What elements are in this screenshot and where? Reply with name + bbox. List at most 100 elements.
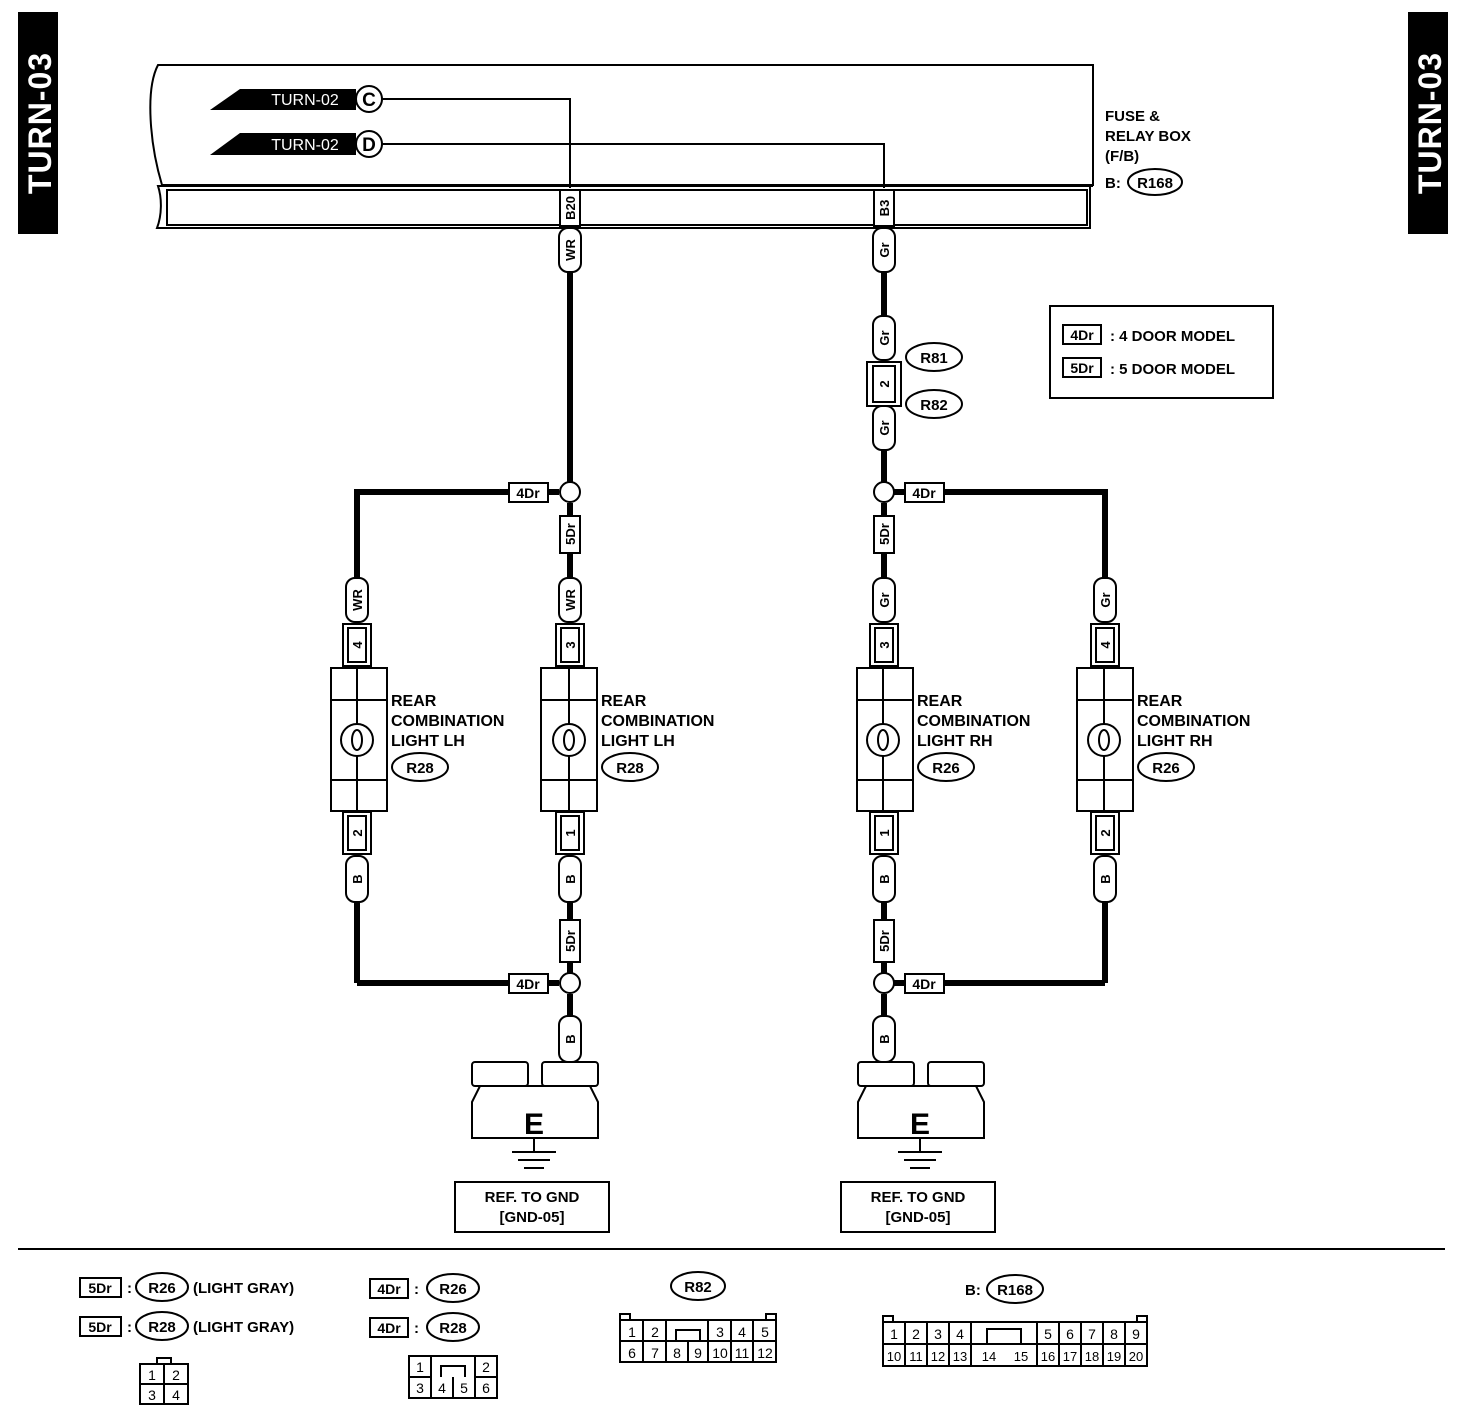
lamp-rh-4dr-label-2: COMBINATION bbox=[1137, 713, 1250, 730]
svg-text:4Dr: 4Dr bbox=[912, 976, 936, 992]
svg-text:4: 4 bbox=[738, 1324, 746, 1340]
svg-text:2: 2 bbox=[350, 829, 365, 836]
face-legend-r82: R82 bbox=[670, 1271, 726, 1301]
svg-text:[GND-05]: [GND-05] bbox=[885, 1209, 950, 1226]
svg-text:5Dr: 5Dr bbox=[88, 1280, 112, 1296]
tag-5dr-left-bottom: 5Dr bbox=[559, 919, 581, 963]
svg-text:4: 4 bbox=[438, 1380, 446, 1396]
svg-text:5: 5 bbox=[460, 1380, 468, 1396]
svg-text:2: 2 bbox=[877, 380, 892, 387]
svg-text:9: 9 bbox=[694, 1345, 702, 1361]
svg-text:4Dr: 4Dr bbox=[1070, 327, 1094, 343]
svg-text:R168: R168 bbox=[997, 1282, 1033, 1299]
lamp-lh-5dr-conn: R28 bbox=[616, 760, 644, 777]
tag-4dr-left-top: 4Dr bbox=[508, 482, 549, 503]
face-legend-4dr-r28: 4Dr : R28 bbox=[369, 1312, 480, 1342]
svg-text:6: 6 bbox=[628, 1345, 636, 1361]
fuse-box-conn-id: R168 bbox=[1137, 175, 1173, 192]
fuse-box-conn-prefix: B: bbox=[1105, 175, 1121, 192]
ground-left-letter: E bbox=[524, 1108, 544, 1141]
svg-text:1: 1 bbox=[416, 1359, 424, 1375]
svg-text:2: 2 bbox=[651, 1324, 659, 1340]
lamp-lh-5dr-label-2: COMBINATION bbox=[601, 713, 714, 730]
lamp-rh-4dr-label-1: REAR bbox=[1137, 693, 1183, 710]
svg-text:2: 2 bbox=[1098, 829, 1113, 836]
svg-text:11: 11 bbox=[909, 1349, 923, 1364]
svg-text:Gr: Gr bbox=[877, 420, 892, 435]
svg-text:14: 14 bbox=[982, 1349, 996, 1364]
svg-text:WR: WR bbox=[563, 239, 578, 261]
svg-text:5Dr: 5Dr bbox=[563, 523, 578, 545]
lamp-lh-4dr: WR 4 2 B bbox=[330, 577, 388, 903]
inline-connector-r81-r82: 2 bbox=[866, 361, 902, 407]
internal-wire-c bbox=[382, 98, 571, 188]
tag-4dr-left-bottom: 4Dr bbox=[508, 973, 549, 994]
wire-tag-b-ground-right: B bbox=[872, 1015, 896, 1063]
svg-text:Gr: Gr bbox=[1098, 592, 1113, 607]
svg-text:(LIGHT GRAY): (LIGHT GRAY) bbox=[193, 1319, 294, 1336]
svg-text:4: 4 bbox=[350, 641, 365, 649]
ground-right-letter: E bbox=[910, 1108, 930, 1141]
svg-text:2: 2 bbox=[172, 1367, 180, 1383]
svg-text:5Dr: 5Dr bbox=[877, 523, 892, 545]
svg-text:18: 18 bbox=[1085, 1349, 1099, 1364]
svg-text:2: 2 bbox=[482, 1359, 490, 1375]
wire-tag-gr-r81: Gr bbox=[872, 315, 896, 361]
svg-text:B:: B: bbox=[965, 1282, 981, 1299]
face-6pin: 1 2 3 4 5 6 bbox=[408, 1355, 498, 1399]
svg-text:5Dr: 5Dr bbox=[1070, 360, 1094, 376]
page-tab-left-label: TURN-03 bbox=[22, 52, 58, 194]
svg-text:1: 1 bbox=[628, 1324, 636, 1340]
face-legend-4dr-r26: 4Dr : R26 bbox=[369, 1273, 480, 1303]
svg-text:16: 16 bbox=[1041, 1349, 1055, 1364]
left-wire-harness bbox=[354, 270, 573, 1016]
svg-text:B: B bbox=[563, 1034, 578, 1043]
svg-text:13: 13 bbox=[953, 1349, 967, 1364]
svg-text:: 4 DOOR MODEL: : 4 DOOR MODEL bbox=[1110, 328, 1235, 345]
svg-text:[GND-05]: [GND-05] bbox=[499, 1209, 564, 1226]
svg-text:4Dr: 4Dr bbox=[516, 485, 540, 501]
svg-text:4Dr: 4Dr bbox=[912, 485, 936, 501]
pin-b3-label: B3 bbox=[877, 200, 892, 217]
svg-text:3: 3 bbox=[563, 641, 578, 648]
internal-wire-d bbox=[382, 143, 885, 188]
svg-text:4: 4 bbox=[1098, 641, 1113, 649]
junction-right-top bbox=[873, 481, 895, 503]
face-legend-5dr-r26: 5Dr : R26 (LIGHT GRAY) bbox=[79, 1272, 294, 1302]
svg-text:3: 3 bbox=[877, 641, 892, 648]
svg-text:5Dr: 5Dr bbox=[88, 1319, 112, 1335]
wire-tag-b-ground-left: B bbox=[558, 1015, 582, 1063]
svg-text:10: 10 bbox=[712, 1345, 728, 1361]
svg-text:5: 5 bbox=[761, 1324, 769, 1340]
reference-d-letter: D bbox=[362, 135, 376, 156]
svg-text:Gr: Gr bbox=[877, 592, 892, 607]
reference-d-label: TURN-02 bbox=[271, 137, 339, 154]
svg-text:B: B bbox=[877, 1034, 892, 1043]
svg-text::: : bbox=[414, 1320, 419, 1337]
page-tab-right: TURN-03 bbox=[1408, 12, 1448, 234]
svg-text:9: 9 bbox=[1132, 1326, 1140, 1342]
lamp-rh-5dr-conn-oval bbox=[917, 752, 975, 782]
svg-text:12: 12 bbox=[931, 1349, 945, 1364]
svg-text:8: 8 bbox=[1110, 1326, 1118, 1342]
svg-text:15: 15 bbox=[1014, 1349, 1028, 1364]
pin-b20-tag bbox=[559, 189, 581, 227]
svg-text:7: 7 bbox=[651, 1345, 659, 1361]
svg-text:5: 5 bbox=[1044, 1326, 1052, 1342]
ground-terminal-left bbox=[471, 1061, 599, 1169]
svg-text:B: B bbox=[877, 874, 892, 883]
svg-text:R26: R26 bbox=[439, 1281, 467, 1298]
svg-text:19: 19 bbox=[1107, 1349, 1121, 1364]
pin-b20-label: B20 bbox=[563, 196, 578, 220]
svg-text:B: B bbox=[350, 874, 365, 883]
face-legend-5dr-r28: 5Dr : R28 (LIGHT GRAY) bbox=[79, 1311, 294, 1341]
svg-text:12: 12 bbox=[757, 1345, 773, 1361]
svg-text:R28: R28 bbox=[148, 1319, 176, 1336]
lamp-rh-5dr-conn: R26 bbox=[932, 760, 960, 777]
svg-text:4Dr: 4Dr bbox=[516, 976, 540, 992]
svg-text:4Dr: 4Dr bbox=[377, 1281, 401, 1297]
svg-text:3: 3 bbox=[148, 1387, 156, 1403]
lamp-rh-5dr: Gr 3 1 B bbox=[856, 577, 914, 903]
lamp-rh-4dr-conn: R26 bbox=[1152, 760, 1180, 777]
tag-5dr-right-top: 5Dr bbox=[873, 515, 895, 554]
